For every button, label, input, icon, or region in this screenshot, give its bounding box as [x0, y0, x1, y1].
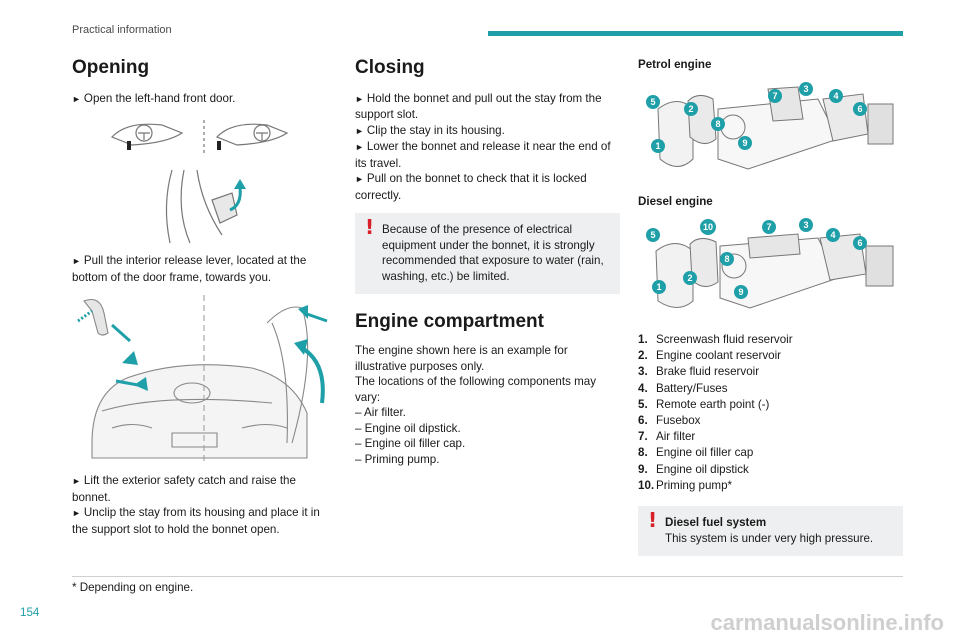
legend-item: 4.Battery/Fuses [638, 381, 728, 395]
opening-step-1: ►Open the left-hand front door. [72, 91, 236, 105]
bonnet-release-illustration [72, 293, 337, 466]
section-header: Practical information [72, 24, 172, 36]
legend-item: 7.Air filter [638, 430, 696, 444]
svg-text:3: 3 [803, 84, 808, 94]
svg-text:7: 7 [772, 91, 777, 101]
svg-text:8: 8 [724, 254, 729, 264]
legend-item: 9.Engine oil dipstick [638, 462, 749, 476]
svg-text:10: 10 [703, 222, 713, 232]
diesel-warning-title: Diesel fuel system [665, 516, 767, 530]
legend-item: 2.Engine coolant reservoir [638, 349, 782, 363]
legend-item: 5.Remote earth point (-) [638, 397, 770, 411]
closing-step-3: ►Lower the bonnet and release it near th… [355, 140, 611, 170]
electrical-warning-box: ! Because of the presence of electrical … [355, 213, 620, 295]
svg-text:1: 1 [656, 282, 661, 292]
engine-intro: The engine shown here is an example for … [355, 344, 568, 373]
svg-text:7: 7 [766, 222, 771, 232]
step-marker-icon: ► [72, 508, 81, 519]
legend-item: 8.Engine oil filler cap [638, 446, 754, 460]
diesel-engine-diagram: 5 10 7 3 4 6 8 1 2 9 [638, 216, 903, 324]
petrol-engine-title: Petrol engine [638, 58, 712, 71]
step-marker-icon: ► [355, 174, 364, 185]
step-marker-icon: ► [72, 93, 81, 104]
svg-text:2: 2 [688, 104, 693, 114]
step-marker-icon: ► [355, 93, 364, 104]
footnote-divider [72, 576, 903, 577]
svg-text:9: 9 [738, 287, 743, 297]
step-marker-icon: ► [355, 142, 364, 153]
diesel-engine-title: Diesel engine [638, 195, 713, 208]
engine-compartment-title: Engine compartment [355, 311, 544, 333]
opening-title: Opening [72, 57, 150, 78]
closing-step-1: ►Hold the bonnet and pull out the stay f… [355, 91, 602, 122]
svg-text:6: 6 [857, 104, 862, 114]
exclamation-icon: ! [365, 215, 375, 240]
closing-column: Closing ►Hold the bonnet and pull out th… [355, 57, 620, 467]
svg-text:1: 1 [655, 141, 660, 151]
step-marker-icon: ► [355, 125, 364, 136]
svg-text:5: 5 [650, 230, 655, 240]
watermark: carmanualsonline.info [710, 610, 945, 635]
engine-diagrams-column: Petrol engine 5 2 8 1 9 7 3 4 6 Diesel e… [638, 58, 903, 557]
engine-item-1: – Air filter. [355, 406, 406, 420]
svg-text:4: 4 [830, 230, 835, 240]
svg-text:2: 2 [687, 273, 692, 283]
diesel-warning-box: ! Diesel fuel system This system is unde… [638, 506, 903, 557]
svg-text:3: 3 [803, 220, 808, 230]
svg-text:5: 5 [650, 97, 655, 107]
opening-step-3: ►Lift the exterior safety catch and rais… [72, 474, 296, 504]
legend-item: 3.Brake fluid reservoir [638, 365, 760, 379]
svg-text:9: 9 [742, 138, 747, 148]
header-accent-bar [488, 31, 903, 36]
step-marker-icon: ► [72, 256, 81, 267]
engine-item-4: – Priming pump. [355, 452, 440, 466]
closing-step-4: ►Pull on the bonnet to check that it is … [355, 172, 587, 202]
diesel-warning-text: This system is under very high pressure. [665, 531, 874, 545]
petrol-engine-diagram: 5 2 8 1 9 7 3 4 6 [638, 79, 903, 187]
svg-text:8: 8 [715, 119, 720, 129]
page-number: 154 [20, 606, 40, 619]
step-marker-icon: ► [72, 476, 81, 487]
closing-step-2: ►Clip the stay in its housing. [355, 123, 505, 137]
legend-item: 1.Screenwash fluid reservoir [638, 333, 793, 346]
electrical-warning-text: Because of the presence of electrical eq… [382, 223, 604, 283]
opening-column: Opening ►Open the left-hand front door. … [72, 57, 337, 537]
svg-text:4: 4 [833, 91, 838, 101]
footnote: * Depending on engine. [72, 581, 194, 594]
engine-item-2: – Engine oil dipstick. [355, 421, 461, 435]
exclamation-icon: ! [648, 508, 658, 533]
closing-title: Closing [355, 57, 425, 78]
engine-locations: The locations of the following component… [355, 375, 597, 404]
legend-item: 6.Fusebox [638, 414, 701, 428]
svg-text:6: 6 [857, 238, 862, 248]
legend-item: 10.Priming pump* [638, 478, 733, 492]
opening-step-2: ►Pull the interior release lever, locate… [72, 254, 307, 284]
opening-step-4: ►Unclip the stay from its housing and pl… [72, 506, 320, 536]
component-legend: 1.Screenwash fluid reservoir 2.Engine co… [638, 332, 903, 494]
door-lever-illustration [72, 115, 337, 246]
engine-item-3: – Engine oil filler cap. [355, 437, 466, 451]
